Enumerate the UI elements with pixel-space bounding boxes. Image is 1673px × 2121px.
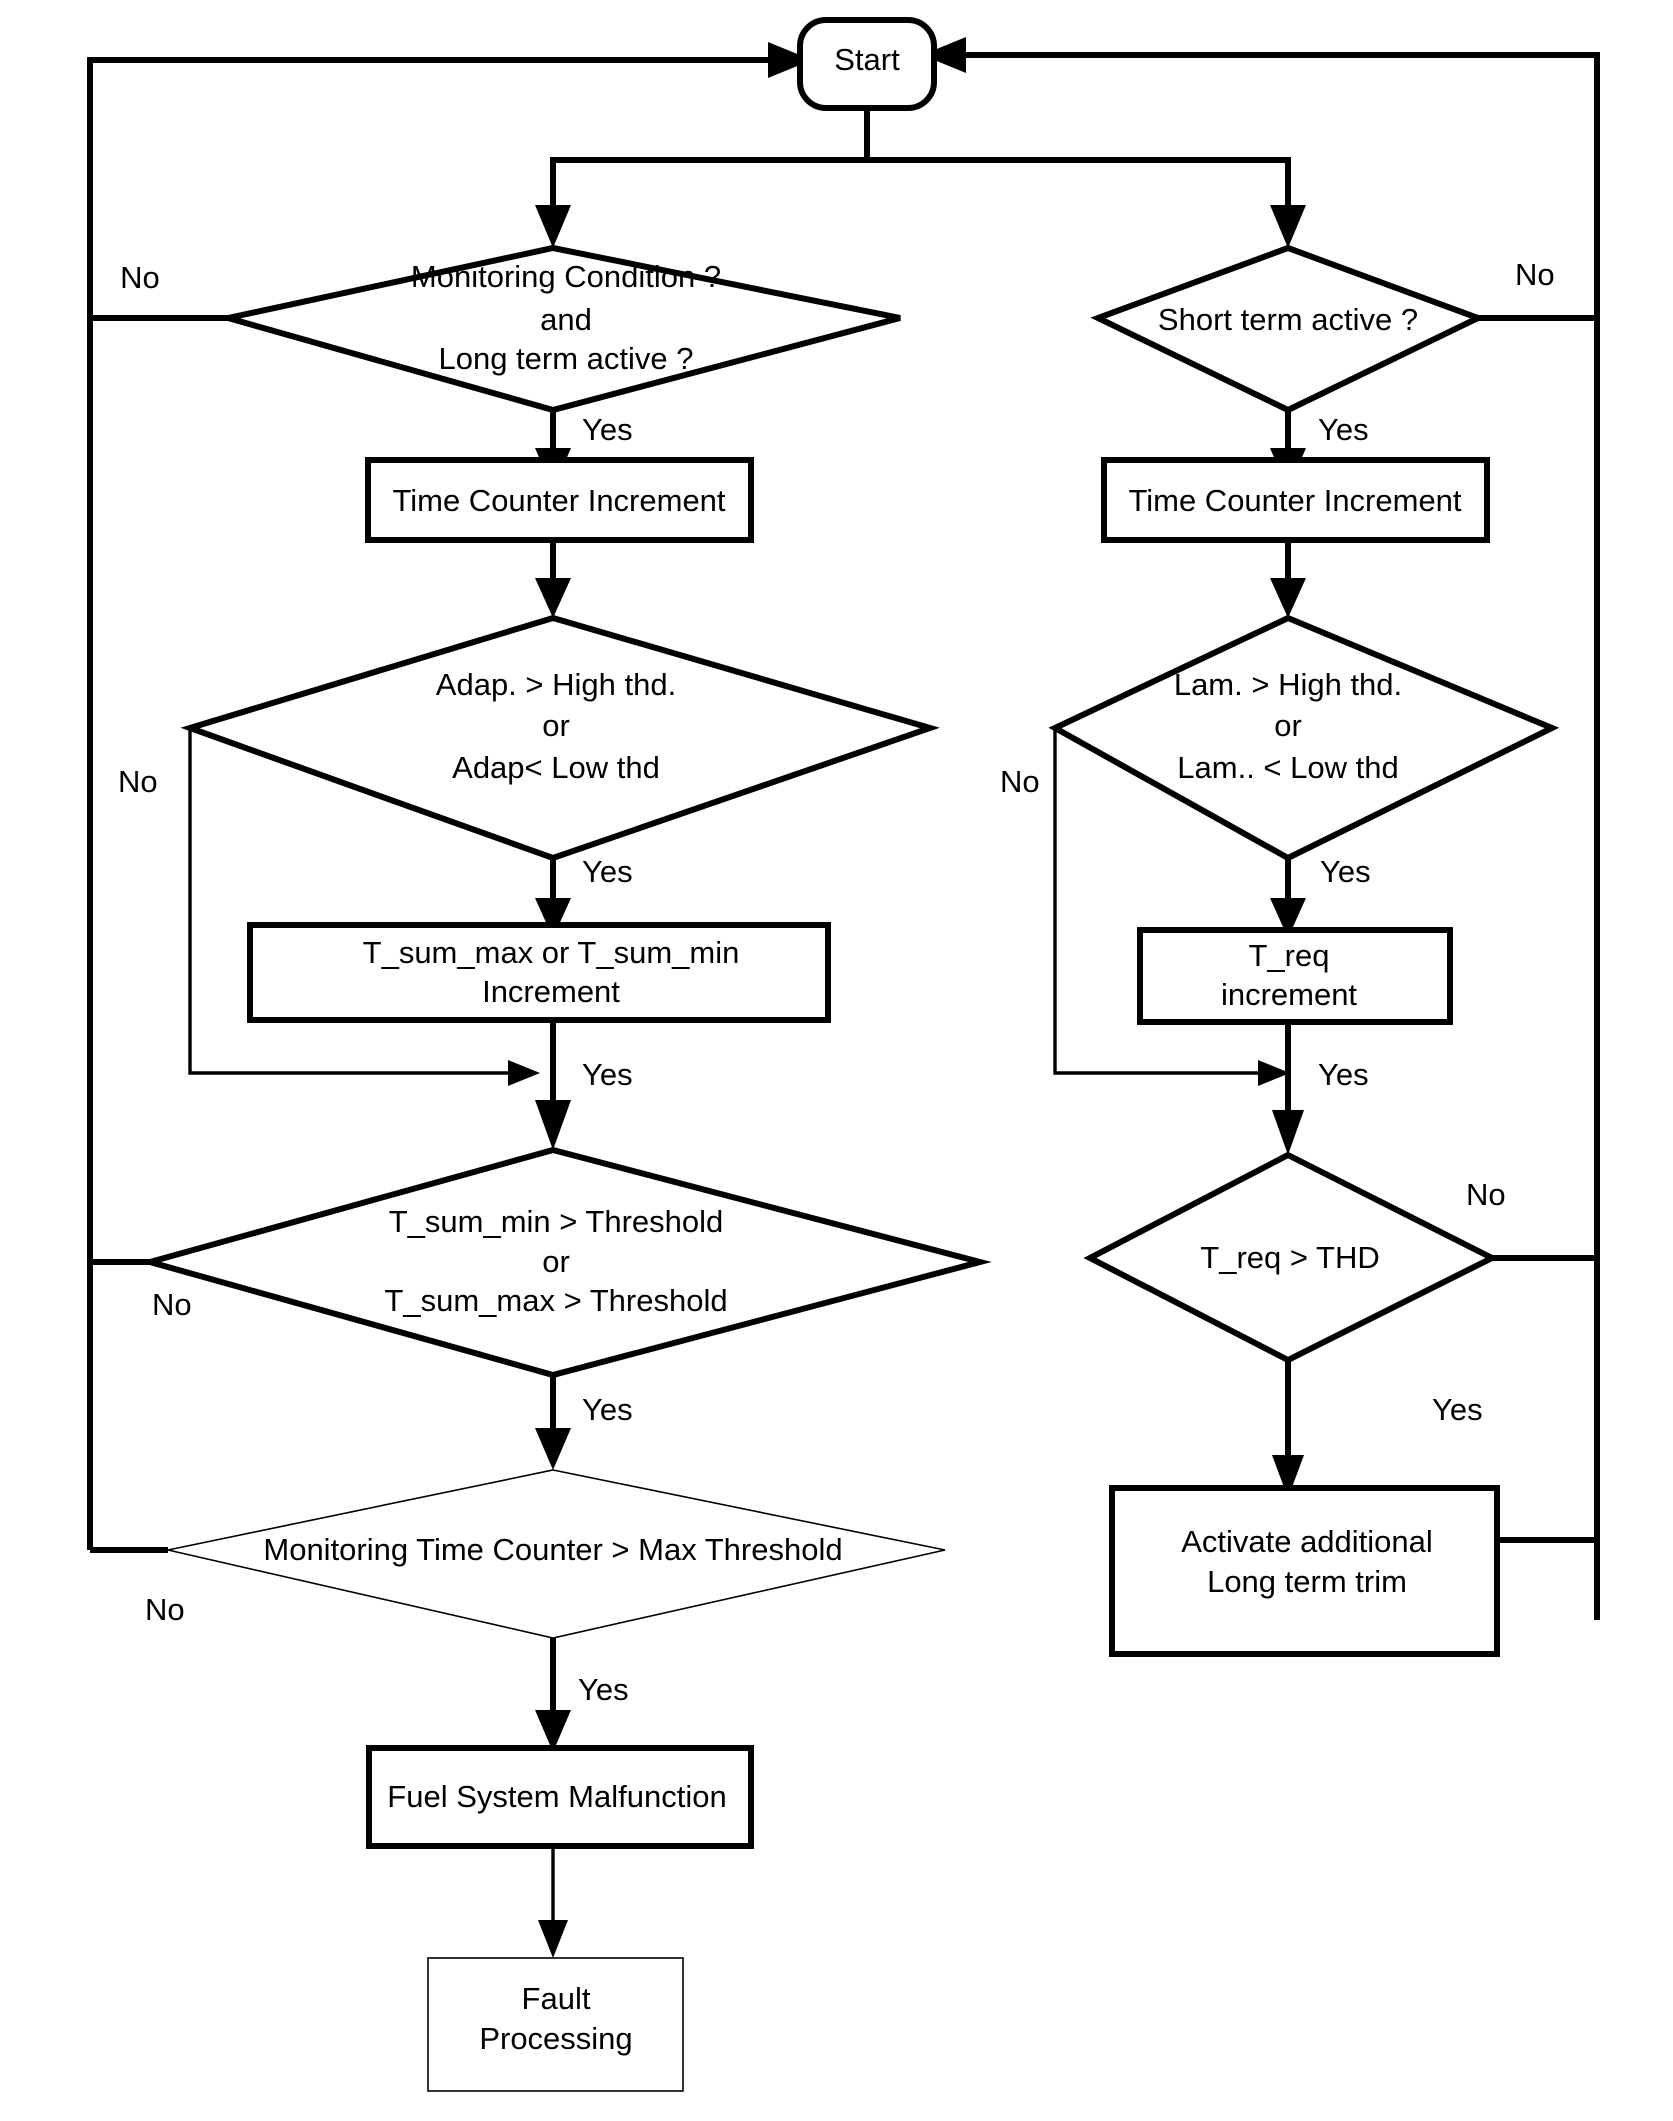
connector-treq-increment-to-thd xyxy=(1272,1020,1304,1155)
node-start-label: Start xyxy=(834,42,900,77)
edge-label-yes-treq-increment: Yes xyxy=(1318,1057,1369,1092)
edge-label-yes-lam: Yes xyxy=(1320,854,1371,889)
node-treq-increment[interactable]: T_req increment xyxy=(1137,927,1453,1025)
connector-tsum-threshold-yes xyxy=(535,1375,571,1470)
edge-label-no-adap: No xyxy=(118,764,158,799)
node-treq-increment-line2: increment xyxy=(1221,977,1357,1012)
node-tsum-threshold-line1: T_sum_min > Threshold xyxy=(389,1204,724,1239)
edge-label-no-short-term: No xyxy=(1515,257,1555,292)
node-monitoring-time-counter-label: Monitoring Time Counter > Max Threshold xyxy=(263,1532,842,1567)
node-short-term-active-label: Short term active ? xyxy=(1158,302,1418,337)
node-short-term-active[interactable]: Short term active ? xyxy=(1090,244,1486,414)
edge-label-yes-short-term: Yes xyxy=(1318,412,1369,447)
node-adap-threshold[interactable]: Adap. > High thd. or Adap< Low thd xyxy=(180,614,940,862)
edge-label-no-monitoring-time: No xyxy=(145,1592,185,1627)
node-fault-processing-line1: Fault xyxy=(522,1981,591,2016)
connector-lam-no xyxy=(1053,728,1290,1086)
node-tsum-increment-line2: Increment xyxy=(482,974,620,1009)
edge-label-yes-tsum-increment: Yes xyxy=(582,1057,633,1092)
node-start[interactable]: Start xyxy=(797,17,937,111)
node-monitoring-condition-line1: Monitoring Condition ? xyxy=(411,259,721,294)
edge-label-no-treq-thd: No xyxy=(1466,1177,1506,1212)
node-tsum-threshold-line2: or xyxy=(542,1244,570,1279)
edge-label-no-lam: No xyxy=(1000,764,1040,799)
node-time-counter-increment-right-label: Time Counter Increment xyxy=(1128,483,1461,518)
edge-label-no-monitoring-condition: No xyxy=(120,260,160,295)
node-adap-threshold-line1: Adap. > High thd. xyxy=(436,667,676,702)
node-fault-processing-line2: Processing xyxy=(479,2021,632,2056)
edge-label-yes-tsum-threshold: Yes xyxy=(582,1392,633,1427)
edge-label-yes-treq-thd: Yes xyxy=(1432,1392,1483,1427)
node-lam-threshold-line1: Lam. > High thd. xyxy=(1174,667,1402,702)
connector-start-fork xyxy=(535,108,1306,248)
node-tsum-increment[interactable]: T_sum_max or T_sum_min Increment xyxy=(247,922,831,1023)
node-activate-long-term-trim[interactable]: Activate additional Long term trim xyxy=(1109,1485,1500,1657)
node-fuel-system-malfunction[interactable]: Fuel System Malfunction xyxy=(366,1745,754,1849)
node-adap-threshold-line3: Adap< Low thd xyxy=(452,750,660,785)
node-adap-threshold-line2: or xyxy=(542,708,570,743)
node-activate-long-term-trim-line1: Activate additional xyxy=(1181,1524,1433,1559)
connector-treq-thd-yes xyxy=(1272,1360,1304,1498)
connector-right-return-rail xyxy=(922,37,1600,1620)
node-time-counter-increment-left[interactable]: Time Counter Increment xyxy=(365,457,754,543)
node-lam-threshold-line3: Lam.. < Low thd xyxy=(1177,750,1398,785)
node-fault-processing[interactable]: Fault Processing xyxy=(427,1957,684,2092)
node-tsum-increment-line1: T_sum_max or T_sum_min xyxy=(363,935,740,970)
node-monitoring-condition[interactable]: Monitoring Condition ? and Long term act… xyxy=(227,244,901,414)
connector-adap-no xyxy=(188,728,540,1086)
node-fuel-system-malfunction-label: Fuel System Malfunction xyxy=(387,1779,726,1814)
node-monitoring-time-counter[interactable]: Monitoring Time Counter > Max Threshold xyxy=(167,1469,946,1639)
edge-label-yes-monitoring-condition: Yes xyxy=(582,412,633,447)
connector-lam-yes xyxy=(1270,858,1306,938)
connector-adap-yes xyxy=(535,858,571,938)
node-lam-threshold[interactable]: Lam. > High thd. or Lam.. < Low thd xyxy=(1048,614,1560,862)
edge-label-no-tsum-threshold: No xyxy=(152,1287,192,1322)
node-tsum-threshold[interactable]: T_sum_min > Threshold or T_sum_max > Thr… xyxy=(138,1146,992,1379)
connector-tsum-increment-to-threshold xyxy=(535,1020,571,1150)
edge-label-yes-adap: Yes xyxy=(582,854,633,889)
node-treq-thd[interactable]: T_req > THD xyxy=(1083,1151,1499,1364)
connector-malfunction-to-fault xyxy=(538,1845,568,1958)
connector-left-return-rail xyxy=(87,42,812,1550)
node-time-counter-increment-right[interactable]: Time Counter Increment xyxy=(1101,457,1490,543)
node-tsum-threshold-line3: T_sum_max > Threshold xyxy=(384,1283,727,1318)
connector-left-counter-to-adap xyxy=(535,540,571,618)
edge-label-yes-monitoring-time: Yes xyxy=(578,1672,629,1707)
connector-monitoring-time-yes xyxy=(535,1638,571,1752)
node-monitoring-condition-line3: Long term active ? xyxy=(438,341,693,376)
node-lam-threshold-line2: or xyxy=(1274,708,1302,743)
node-treq-thd-label: T_req > THD xyxy=(1200,1240,1379,1275)
node-time-counter-increment-left-label: Time Counter Increment xyxy=(392,483,725,518)
node-treq-increment-line1: T_req xyxy=(1249,938,1330,973)
connector-right-counter-to-lam xyxy=(1270,540,1306,618)
node-activate-long-term-trim-line2: Long term trim xyxy=(1207,1564,1407,1599)
node-monitoring-condition-line2: and xyxy=(540,302,592,337)
